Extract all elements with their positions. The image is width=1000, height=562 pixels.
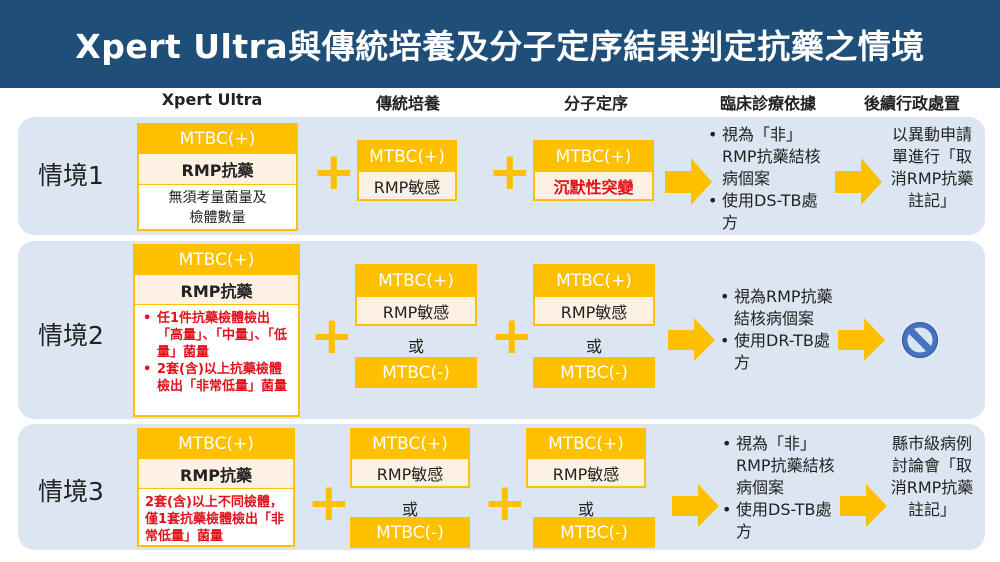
column-header-clinical: 臨床診療依據 — [719, 94, 816, 113]
mtbc-positive: MTBC(+) — [352, 430, 468, 458]
rmp-resistant: RMP抗藥 — [139, 458, 293, 488]
scenario-label: 情境3 — [38, 477, 104, 506]
mtbc-positive: MTBC(+) — [535, 142, 652, 171]
clinical-item: 使用DR-TB處方 — [718, 330, 833, 374]
or-label: 或 — [401, 500, 418, 519]
xpert-note: 2套(含)以上不同檢體，僅1套抗藥檢體檢出「非常低量」菌量 — [139, 488, 293, 545]
clinical-item: 視為「非」RMP抗藥結核病個案 — [720, 433, 840, 499]
sequencing-result-box: MTBC(+) RMP敏感 — [526, 428, 646, 488]
mtbc-positive: MTBC(+) — [135, 246, 298, 274]
mtbc-negative: MTBC(-) — [533, 517, 655, 548]
silent-mutation: 沉默性突變 — [535, 171, 652, 199]
clinical-basis: 視為「非」RMP抗藥結核病個案 使用DS-TB處方 — [720, 433, 840, 543]
xpert-note: 無須考量菌量及 檢體數量 — [139, 184, 296, 228]
clinical-item: 使用DS-TB處方 — [720, 499, 840, 543]
plus-icon: + — [310, 306, 354, 366]
clinical-item: 使用DS-TB處方 — [706, 190, 826, 234]
mtbc-positive: MTBC(+) — [139, 430, 293, 458]
clinical-basis: 視為「非」RMP抗藥結核病個案 使用DS-TB處方 — [706, 124, 826, 234]
mtbc-positive: MTBC(+) — [528, 430, 644, 458]
note-item: 2套(含)以上抗藥檢體檢出「非常低量」菌量 — [141, 361, 294, 395]
rmp-sensitive: RMP敏感 — [359, 171, 455, 199]
column-header-xpert: Xpert Ultra — [161, 90, 263, 109]
clinical-item: 視為「非」RMP抗藥結核病個案 — [706, 124, 826, 190]
arrow-right-icon — [672, 484, 719, 527]
mtbc-negative: MTBC(-) — [355, 357, 477, 388]
scenario-label: 情境1 — [38, 161, 104, 190]
xpert-note: 任1件抗藥檢體檢出「高量」、「中量」、「低量」菌量 2套(含)以上抗藥檢體檢出「… — [135, 304, 298, 395]
rmp-sensitive: RMP敏感 — [357, 296, 475, 324]
xpert-result-box: MTBC(+) RMP抗藥 2套(含)以上不同檢體，僅1套抗藥檢體檢出「非常低量… — [137, 428, 295, 547]
plus-icon: + — [307, 473, 351, 533]
page-title: Xpert Ultra與傳統培養及分子定序結果判定抗藥之情境 — [0, 0, 1000, 88]
clinical-basis: 視為RMP抗藥結核病個案 使用DR-TB處方 — [718, 286, 833, 374]
note-line: 檢體數量 — [189, 210, 246, 226]
arrow-right-icon — [838, 318, 885, 361]
or-label: 或 — [585, 337, 602, 356]
arrow-right-icon — [668, 318, 715, 361]
rmp-resistant: RMP抗藥 — [135, 274, 298, 304]
culture-result-box: MTBC(+) RMP敏感 — [350, 428, 470, 488]
mtbc-positive: MTBC(+) — [359, 142, 455, 171]
mtbc-negative: MTBC(-) — [350, 517, 470, 548]
clinical-item: 視為RMP抗藥結核病個案 — [718, 286, 833, 330]
arrow-right-icon — [665, 158, 712, 205]
column-header-sequencing: 分子定序 — [563, 94, 628, 113]
mtbc-positive: MTBC(+) — [357, 266, 475, 296]
plus-icon: + — [490, 306, 534, 366]
column-header-admin: 後續行政處置 — [863, 94, 960, 113]
column-header-culture: 傳統培養 — [375, 94, 440, 113]
plus-icon: + — [483, 473, 527, 533]
rmp-resistant: RMP抗藥 — [139, 153, 296, 184]
xpert-result-box: MTBC(+) RMP抗藥 任1件抗藥檢體檢出「高量」、「中量」、「低量」菌量 … — [133, 244, 300, 417]
rmp-sensitive: RMP敏感 — [352, 458, 468, 486]
rmp-sensitive: RMP敏感 — [535, 296, 653, 324]
admin-action: 以異動申請單進行「取消RMP抗藥註記」 — [890, 125, 974, 210]
arrow-right-icon — [835, 158, 882, 205]
or-label: 或 — [577, 500, 594, 519]
sequencing-result-box: MTBC(+) 沉默性突變 — [533, 140, 654, 201]
plus-icon: + — [488, 142, 532, 202]
arrow-right-icon — [840, 484, 887, 527]
note-item: 任1件抗藥檢體檢出「高量」、「中量」、「低量」菌量 — [141, 310, 294, 361]
plus-icon: + — [312, 142, 356, 202]
note-line: 無須考量菌量及 — [168, 190, 267, 206]
mtbc-positive: MTBC(+) — [535, 266, 653, 296]
mtbc-positive: MTBC(+) — [139, 125, 296, 153]
scenario-label: 情境2 — [38, 321, 104, 350]
culture-result-box: MTBC(+) RMP敏感 — [355, 264, 477, 326]
admin-action: 縣市級病例討論會「取消RMP抗藥註記」 — [890, 434, 974, 519]
mtbc-negative: MTBC(-) — [533, 357, 655, 388]
xpert-result-box: MTBC(+) RMP抗藥 無須考量菌量及 檢體數量 — [137, 123, 298, 231]
rmp-sensitive: RMP敏感 — [528, 458, 644, 486]
sequencing-result-box: MTBC(+) RMP敏感 — [533, 264, 655, 326]
prohibit-icon — [902, 322, 938, 358]
or-label: 或 — [407, 337, 424, 356]
culture-result-box: MTBC(+) RMP敏感 — [357, 140, 457, 201]
